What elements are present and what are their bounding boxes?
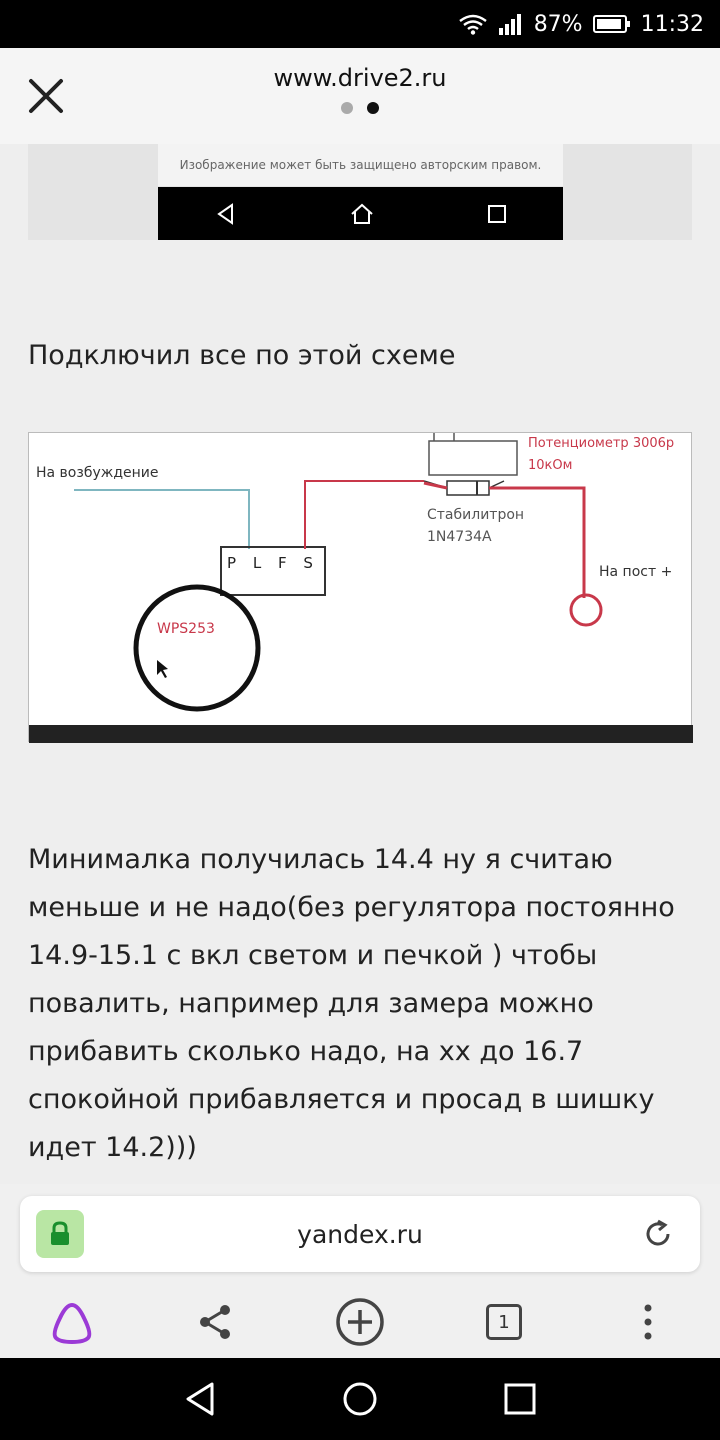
article-paragraph-1: Подключил все по этой схеме: [28, 340, 456, 371]
more-vertical-icon: [644, 1304, 652, 1340]
system-home-button[interactable]: [335, 1374, 385, 1424]
home-circle-icon: [343, 1382, 377, 1416]
system-navigation-bar: [0, 1358, 720, 1440]
label-regulator: WPS253: [157, 621, 215, 637]
back-triangle-icon: [216, 202, 233, 225]
tab-count: 1: [486, 1304, 522, 1340]
page-dot-2[interactable]: [367, 102, 379, 114]
close-button[interactable]: [18, 68, 74, 124]
embedded-screenshot: Изображение может быть защищено авторски…: [28, 144, 692, 240]
close-icon: [29, 79, 63, 113]
share-icon: [200, 1305, 230, 1339]
signal-icon: [498, 12, 524, 36]
home-icon: [350, 203, 373, 224]
wiring-diagram: На возбуждение P L F S WPS253 Потенциоме…: [28, 432, 693, 743]
tabs-button[interactable]: 1: [472, 1292, 536, 1352]
recents-icon: [504, 1383, 536, 1415]
address-bar[interactable]: yandex.ru: [20, 1196, 700, 1272]
label-potentiometer: Потенциометр 3006р: [528, 436, 675, 451]
lock-icon: [51, 1221, 69, 1245]
wifi-icon: [458, 12, 488, 36]
url-domain[interactable]: yandex.ru: [297, 1219, 423, 1249]
battery-icon: [592, 14, 631, 34]
system-recents-button[interactable]: [495, 1374, 545, 1424]
content-area[interactable]: Изображение может быть защищено авторски…: [0, 144, 720, 1184]
label-positive: На пост +: [599, 564, 673, 580]
system-back-button[interactable]: [175, 1374, 225, 1424]
site-title: www.drive2.ru: [273, 64, 447, 92]
label-zener-model: 1N4734A: [427, 529, 492, 545]
plus-circle-icon: [336, 1298, 384, 1346]
reload-icon: [646, 1219, 670, 1246]
status-bar: 87% 11:32: [0, 0, 720, 48]
address-bar-area: yandex.ru: [0, 1184, 720, 1288]
battery-percent: 87%: [533, 11, 583, 37]
back-icon: [186, 1382, 214, 1416]
alice-button[interactable]: [40, 1292, 104, 1352]
embedded-nav-bar: [158, 187, 563, 240]
copyright-caption: Изображение может быть защищено авторски…: [158, 144, 563, 186]
clock: 11:32: [640, 11, 704, 37]
security-badge[interactable]: [36, 1210, 84, 1258]
browser-toolbar: 1: [0, 1288, 720, 1358]
page-indicator: [0, 102, 720, 114]
reload-button[interactable]: [638, 1214, 678, 1254]
label-resistance: 10кОм: [528, 458, 573, 473]
share-button[interactable]: [183, 1292, 247, 1352]
label-excitation: На возбуждение: [36, 465, 159, 481]
recents-square-icon: [487, 204, 506, 223]
article-paragraph-2: Минималка получилась 14.4 ну я считаю ме…: [28, 844, 675, 1163]
new-tab-button[interactable]: [328, 1292, 392, 1352]
alice-assistant-icon: [52, 1302, 92, 1344]
menu-button[interactable]: [616, 1292, 680, 1352]
label-terminals: P L F S: [227, 554, 319, 572]
page-dot-1[interactable]: [341, 102, 353, 114]
label-zener: Стабилитрон: [427, 507, 525, 523]
viewer-header: www.drive2.ru: [0, 48, 720, 144]
